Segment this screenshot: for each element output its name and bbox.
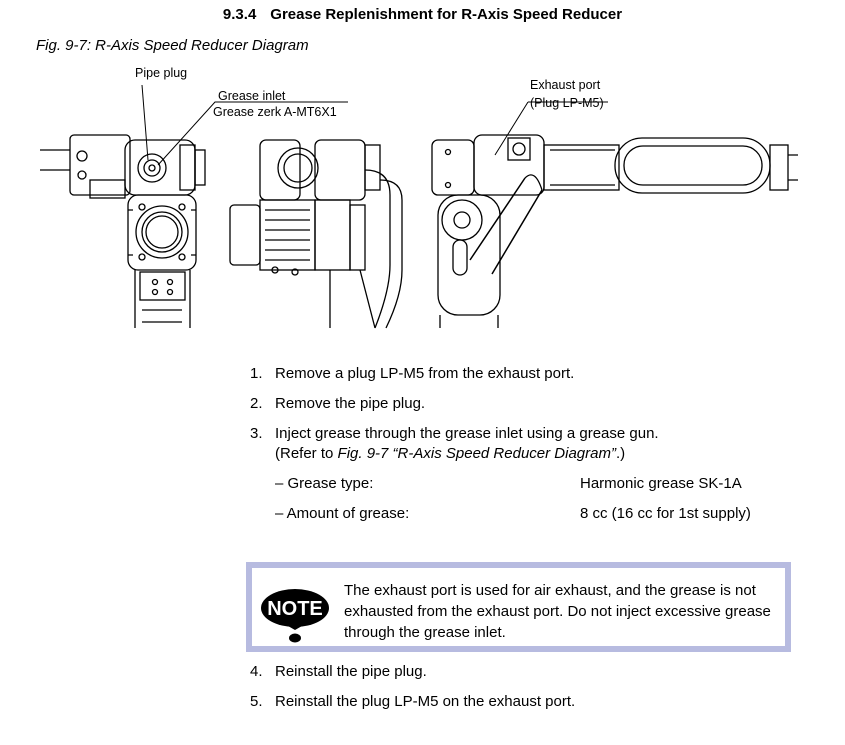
right-view-drawing xyxy=(431,101,798,328)
step-5: 5. Reinstall the plug LP-M5 on the exhaus… xyxy=(250,693,575,710)
step-4: 4. Reinstall the pipe plug. xyxy=(250,663,427,680)
section-heading: 9.3.4 Grease Replenishment for R-Axis Spe… xyxy=(0,6,845,23)
figure-reference: (Refer to Fig. 9-7 “R-Axis Speed Reducer… xyxy=(275,445,625,462)
step-text: Reinstall the plug LP-M5 on the exhaust … xyxy=(275,693,576,710)
pipe-plug-label: Pipe plug xyxy=(135,66,187,80)
plug-lp-m5-label: (Plug LP-M5) xyxy=(530,96,604,110)
left-view-drawing xyxy=(40,84,348,328)
step-text: Inject grease through the grease inlet u… xyxy=(275,425,659,442)
grease-inlet-label: Grease inlet xyxy=(218,89,286,103)
spec-grease-type-value: Harmonic grease SK-1A xyxy=(580,475,742,492)
section-number: 9.3.4 xyxy=(222,6,257,23)
spec-amount-label: – Amount of grease: xyxy=(275,505,410,522)
figure-caption: Fig. 9-7: R-Axis Speed Reducer Diagram xyxy=(36,37,309,54)
note-icon: NOTE xyxy=(261,589,329,643)
step-1: 1. Remove a plug LP-M5 from the exhaust p… xyxy=(250,365,574,382)
spec-grease-type-label: – Grease type: xyxy=(275,475,374,492)
reference-fig-title: “R-Axis Speed Reducer Diagram” xyxy=(388,445,616,462)
step-text: Remove the pipe plug. xyxy=(275,395,426,412)
step-number: 1. xyxy=(250,365,263,382)
reference-open: (Refer to xyxy=(275,445,338,462)
middle-view-drawing xyxy=(229,139,403,329)
step-text: Remove a plug LP-M5 from the exhaust por… xyxy=(275,365,575,382)
step-3: 3. Inject grease through the grease inlet… xyxy=(250,425,659,442)
step-number: 5. xyxy=(250,693,263,710)
r-axis-speed-reducer-diagram: Pipe plug Grease inlet Grease zerk A-MT6… xyxy=(40,66,798,329)
note-icon-label: NOTE xyxy=(267,598,323,620)
exhaust-port-label: Exhaust port xyxy=(530,78,601,92)
step-number: 3. xyxy=(250,425,263,442)
reference-fig-link[interactable]: Fig. 9-7 xyxy=(337,445,389,462)
step-number: 2. xyxy=(250,395,263,412)
note-text: The exhaust port is used for air exhaust… xyxy=(344,582,771,641)
step-number: 4. xyxy=(250,663,263,680)
step-text: Reinstall the pipe plug. xyxy=(275,663,427,680)
reference-close: .) xyxy=(615,445,626,462)
section-title: Grease Replenishment for R-Axis Speed Re… xyxy=(270,6,623,23)
grease-zerk-label: Grease zerk A-MT6X1 xyxy=(213,105,337,119)
spec-amount-value: 8 cc (16 cc for 1st supply) xyxy=(580,505,751,522)
note-box: NOTE The exhaust port is used for air ex… xyxy=(246,562,791,652)
step-2: 2. Remove the pipe plug. xyxy=(250,395,425,412)
